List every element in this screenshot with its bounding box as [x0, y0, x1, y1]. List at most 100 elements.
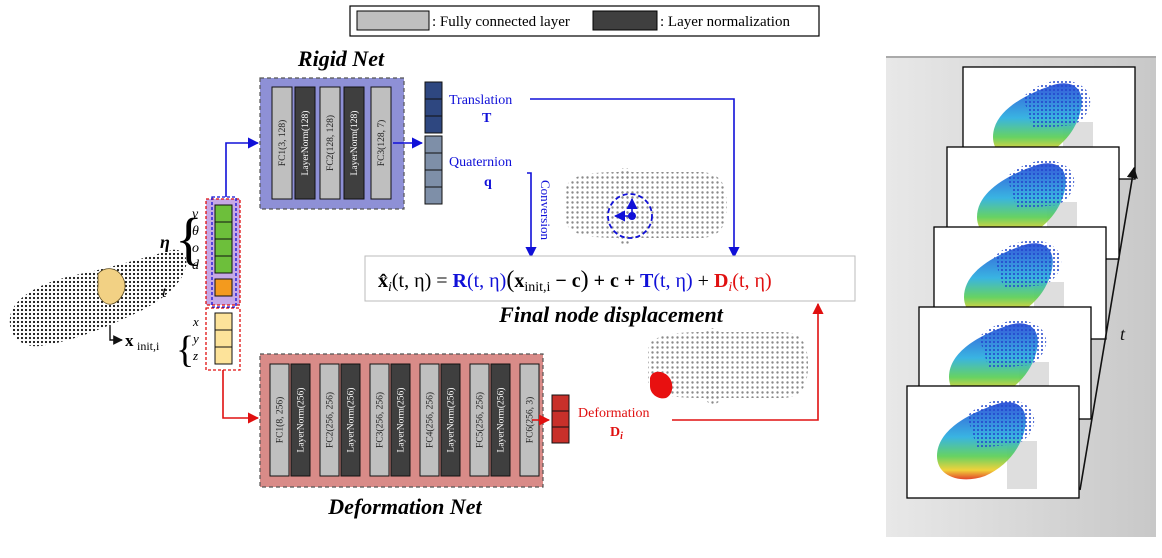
eta-variable: o [192, 241, 199, 256]
rigid-output-vector [424, 81, 443, 205]
rigid-point-cloud [566, 168, 727, 244]
rigid-net-layers: FC1(3, 128) LayerNorm(128) FC2(128, 128) La… [271, 86, 392, 200]
rigid-output-cell [424, 98, 443, 117]
rigid-layer-block [294, 86, 316, 200]
deform-layer-block [440, 363, 461, 477]
rigid-layer-label: FC1(3, 128) [277, 120, 288, 166]
rigid-net-title: Rigid Net [297, 46, 385, 71]
input-car-body [9, 249, 187, 347]
xyz-variable: y [191, 331, 199, 346]
frame-car-dots [967, 399, 1035, 448]
x-init-subscript: init,i [137, 339, 160, 353]
input-vector-cell [214, 255, 233, 274]
xyz-variables: xyz [191, 314, 199, 363]
sequence-frame [906, 385, 1080, 499]
deform-layer-block [319, 363, 340, 477]
rigid-layer-block [343, 86, 365, 200]
xyz-brace: { [176, 329, 194, 371]
rigid-layer-block [319, 86, 341, 200]
deform-layer-label: LayerNorm(256) [296, 388, 307, 453]
t-symbol: t [162, 284, 167, 301]
deform-layer-block [269, 363, 290, 477]
input-vector-cell [214, 238, 233, 257]
sequence-frames [906, 66, 1136, 499]
eta-symbol: η [160, 232, 170, 252]
rotation-circle [607, 193, 653, 239]
input-car-cloud [9, 249, 187, 347]
deform-layer-label: FC1(8, 256) [275, 397, 286, 443]
deform-output-cell [551, 410, 570, 428]
input-car-seat-highlight [97, 268, 126, 305]
deform-layer-label: LayerNorm(256) [446, 388, 457, 453]
rigid-output-cell [424, 81, 443, 100]
xyz-variable: x [192, 314, 199, 329]
deform-layer-label: FC5(256, 256) [475, 392, 486, 448]
input-vector [214, 204, 233, 365]
quaternion-label: Quaternion [449, 155, 512, 170]
deformation-symbol: Di [610, 425, 623, 442]
x-init-symbol: x init,i [125, 331, 160, 353]
eta-variable: v [192, 207, 199, 222]
legend-ln-swatch [592, 10, 658, 31]
legend-fc-label: : Fully connected layer [432, 14, 570, 30]
deform-layer-label: LayerNorm(256) [346, 388, 357, 453]
deformation-net-layers: FC1(8, 256) LayerNorm(256) FC2(256, 256) La… [269, 363, 540, 477]
input-vector-cell [214, 278, 233, 297]
rigid-output-cell [424, 115, 443, 134]
rigid-output-cell [424, 169, 443, 188]
frame-car-dots [994, 240, 1062, 289]
rigid-car-cloud [566, 172, 727, 238]
deform-layer-block [369, 363, 390, 477]
deform-layer-block [290, 363, 311, 477]
legend-fc-swatch [356, 10, 430, 31]
deform-layer-label: LayerNorm(256) [396, 388, 407, 453]
deform-layer-block [390, 363, 411, 477]
conversion-label: Conversion [538, 180, 553, 240]
deform-output-cell [551, 426, 570, 444]
rigid-output-cell [424, 152, 443, 171]
input-vector-cell [214, 312, 233, 331]
rigid-layer-label: LayerNorm(128) [349, 111, 360, 176]
xyz-variable: z [192, 348, 198, 363]
rigid-output-cell [424, 135, 443, 154]
deform-highlight [650, 371, 673, 399]
deform-output-cell [551, 394, 570, 412]
deform-layer-label: FC2(256, 256) [325, 392, 336, 448]
rigid-output-cell [424, 186, 443, 205]
deform-layer-label: FC4(256, 256) [425, 392, 436, 448]
time-arrow [1079, 166, 1138, 491]
frame-car-dots [1007, 160, 1075, 209]
quaternion-symbol: q [484, 175, 492, 190]
deform-layer-block [419, 363, 440, 477]
input-vector-cell [214, 329, 233, 348]
rigid-windshield-cloud [618, 168, 632, 244]
translation-label: Translation [449, 93, 512, 108]
eta-variable: d [192, 258, 200, 273]
arrow-input-to-deform [222, 370, 260, 424]
equation-caption: Final node displacement [498, 302, 724, 327]
rigid-layer-block [271, 86, 293, 200]
rigid-layer-block [370, 86, 392, 200]
deform-point-cloud [648, 328, 808, 404]
rigid-layer-label: FC3(128, 7) [376, 120, 387, 166]
input-vector-cell [214, 346, 233, 365]
equation: x̂i(t, η) = R(t, η)(xinit,i − c) + c + T… [378, 267, 772, 295]
frame-car-dots [1023, 80, 1091, 129]
time-label: t [1120, 324, 1126, 344]
deform-windshield-cloud [706, 328, 720, 404]
deform-output-vector [551, 394, 570, 444]
deform-layer-label: FC6(256, 3) [525, 397, 536, 443]
equation-box [364, 255, 856, 302]
rigid-layer-label: LayerNorm(128) [300, 111, 311, 176]
arrow-quaternion [525, 172, 537, 259]
deformation-label: Deformation [578, 406, 650, 421]
arrow-input-to-rigid [225, 137, 260, 197]
deform-layer-label: LayerNorm(256) [496, 388, 507, 453]
x-init-base: x [125, 331, 134, 350]
legend-ln-label: : Layer normalization [660, 14, 790, 30]
rigid-layer-label: FC2(128, 128) [325, 115, 336, 171]
deformation-net-title: Deformation Net [327, 494, 482, 519]
